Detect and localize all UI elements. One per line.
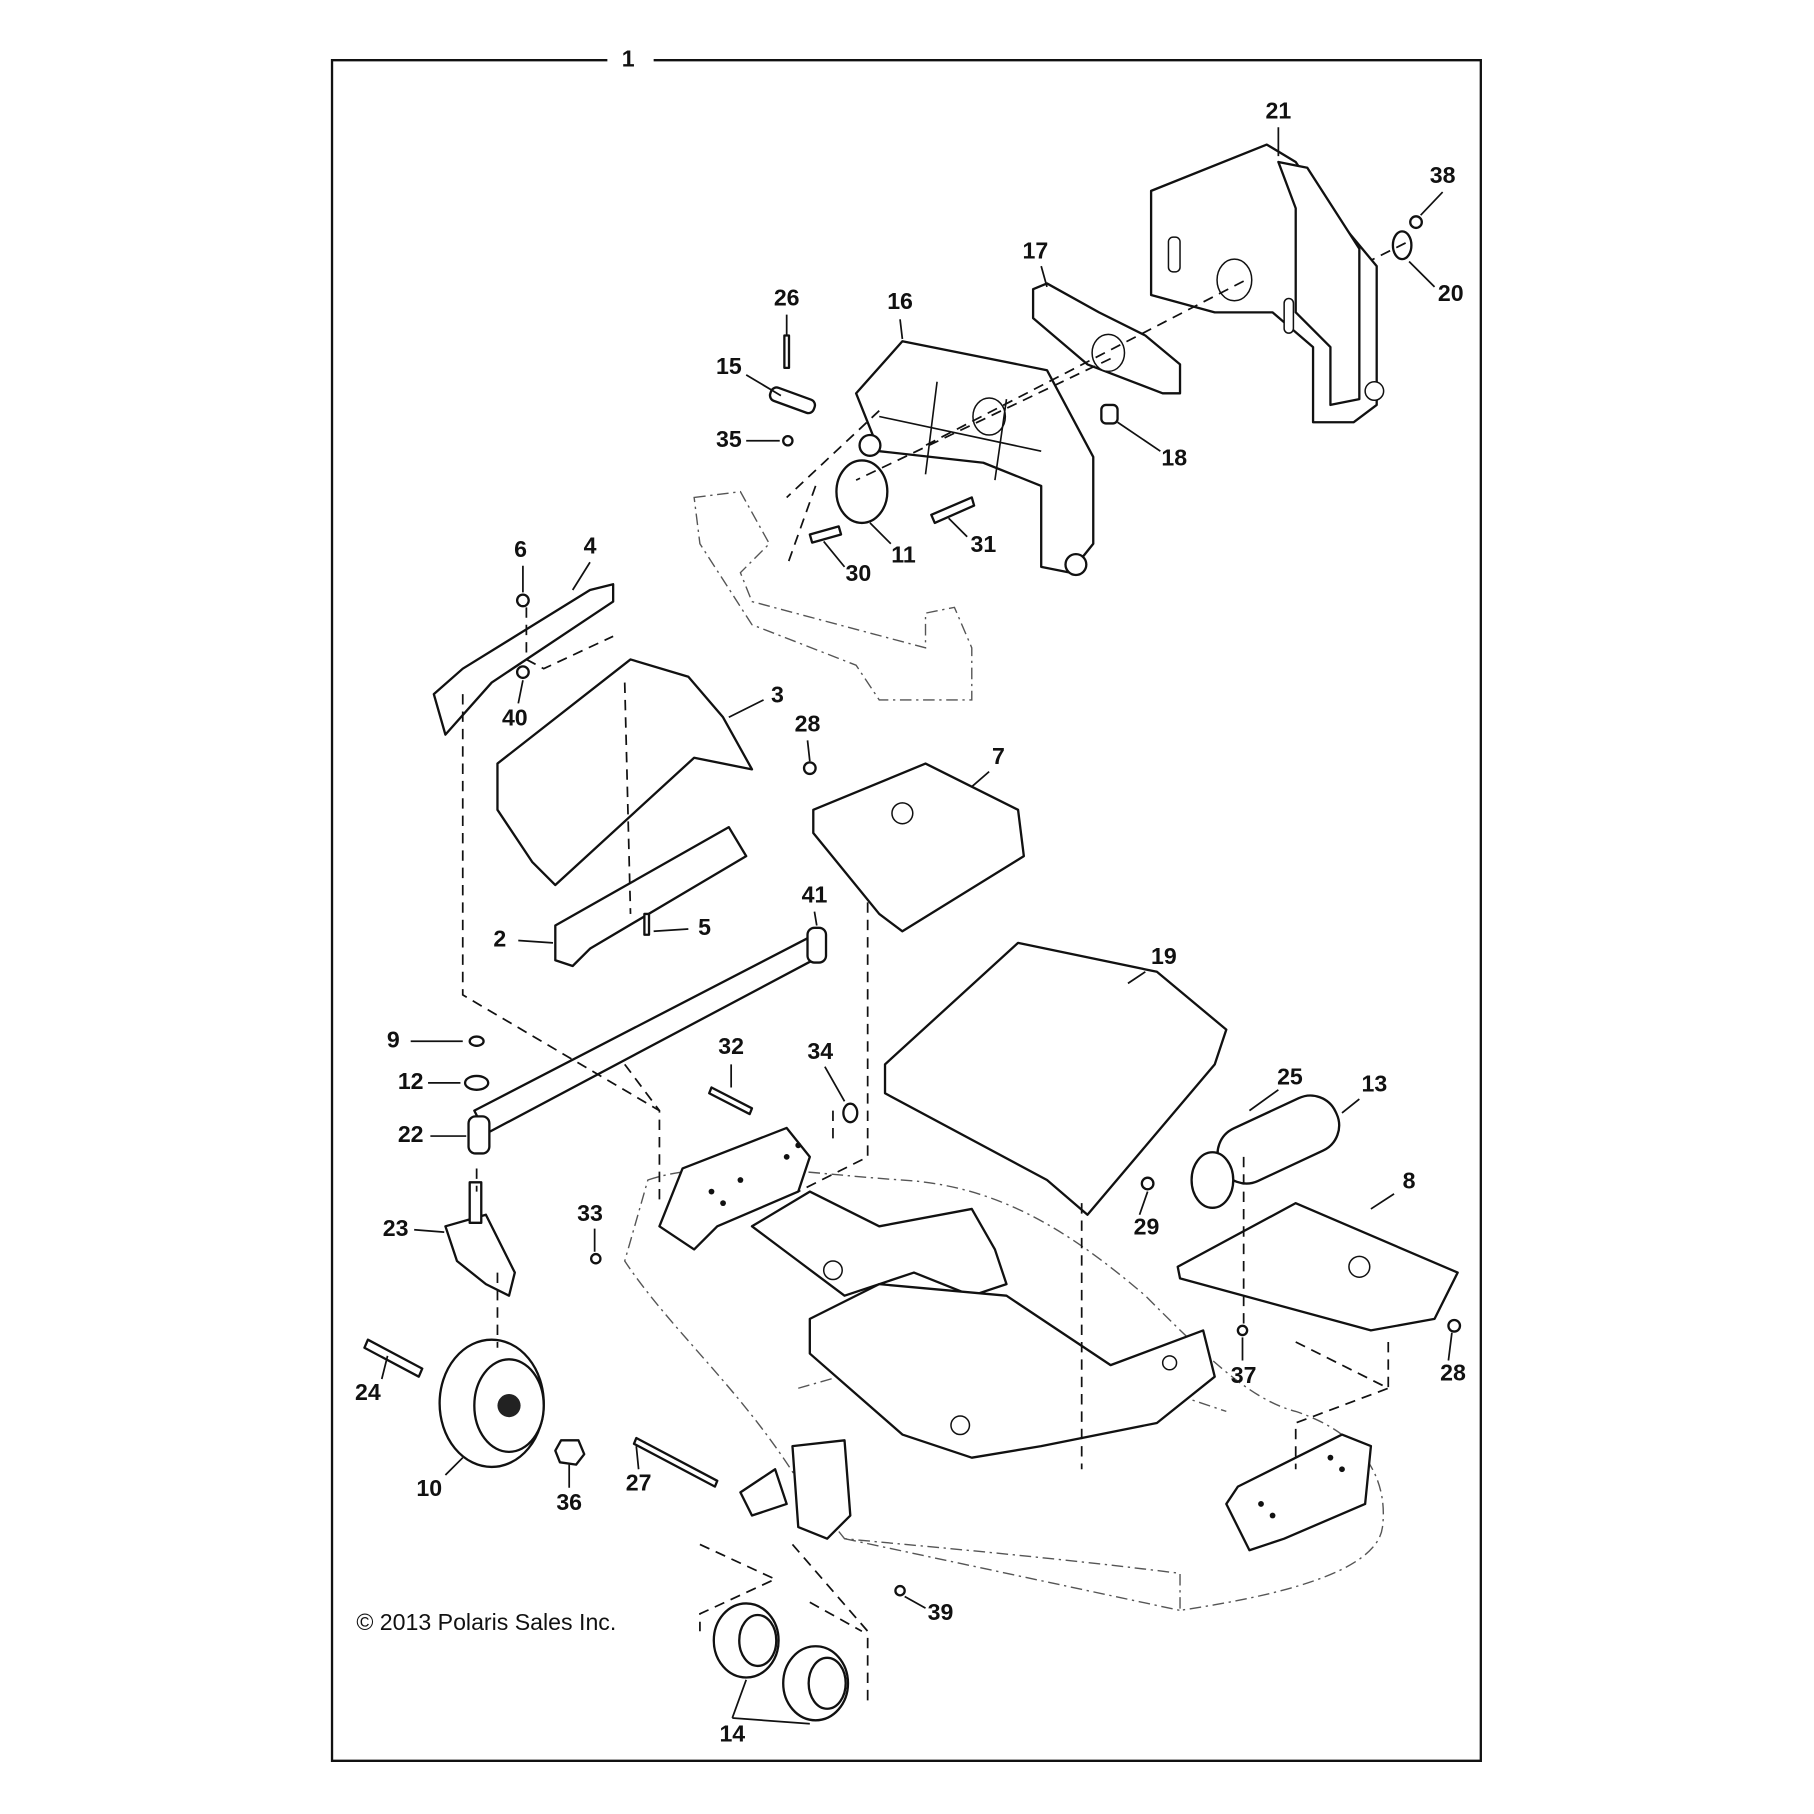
- part-2-bracket: [554, 826, 748, 968]
- part-36-nut: [554, 1439, 586, 1466]
- part-22-spindle-tube: [467, 1115, 491, 1155]
- callout-18: 18: [1161, 444, 1187, 470]
- callout-26: 26: [774, 285, 800, 311]
- callout-12: 12: [398, 1068, 424, 1094]
- callout-28: 28: [795, 710, 821, 736]
- part-4-bracket: [432, 583, 615, 736]
- part-32-pin: [708, 1086, 754, 1116]
- part-12-washer: [463, 1074, 490, 1091]
- callout-2: 2: [493, 926, 506, 952]
- part-8-plate: [1176, 1202, 1459, 1332]
- part-28-bolt-right: [1447, 1318, 1462, 1333]
- part-10-wheel: [438, 1338, 545, 1469]
- part-33-bolt: [590, 1252, 602, 1265]
- mower-deck: [623, 1126, 1384, 1612]
- part-34-clip: [842, 1102, 859, 1124]
- callout-7: 7: [992, 743, 1005, 769]
- part-39-nut: [894, 1584, 906, 1597]
- callout-5: 5: [698, 914, 711, 940]
- part-30-bolt: [808, 525, 843, 544]
- callout-1: 1: [622, 45, 635, 71]
- callout-39: 39: [928, 1599, 954, 1625]
- part-11-disc: [835, 459, 889, 525]
- part-5-bolt: [643, 912, 651, 936]
- part-27-bolt: [632, 1436, 719, 1488]
- callout-3: 3: [771, 682, 784, 708]
- part-40-nut: [515, 665, 530, 680]
- callouts: 21 38 20 17 16 26 15 35 18 11 31 30 6 4 …: [355, 97, 1466, 1746]
- part-28-bolt: [802, 761, 817, 776]
- callout-23: 23: [383, 1215, 409, 1241]
- part-41-pivot: [806, 926, 828, 964]
- part-14-rollers: [712, 1602, 850, 1722]
- callout-11: 11: [891, 542, 916, 568]
- callout-38: 38: [1430, 162, 1456, 188]
- part-7-plate: [812, 762, 1026, 933]
- callout-34: 34: [807, 1038, 833, 1064]
- callout-24: 24: [355, 1379, 381, 1405]
- copyright-notice: © 2013 Polaris Sales Inc.: [356, 1609, 616, 1635]
- callout-33: 33: [577, 1200, 603, 1226]
- callout-28-right: 28: [1440, 1359, 1466, 1385]
- callout-29: 29: [1134, 1214, 1160, 1240]
- part-26-bolt: [783, 334, 791, 370]
- callout-19: 19: [1151, 943, 1177, 969]
- callout-10: 10: [416, 1475, 442, 1501]
- frame-mount-outline: [693, 490, 973, 701]
- callout-4: 4: [584, 532, 597, 558]
- callout-20: 20: [1438, 280, 1464, 306]
- part-29-bolt: [1140, 1176, 1155, 1191]
- callout-30: 30: [846, 560, 872, 586]
- part-13-solenoid: [1190, 1094, 1341, 1209]
- callout-17: 17: [1023, 237, 1049, 263]
- leader-lines: [380, 127, 1453, 1725]
- part-24-bolt: [363, 1338, 424, 1378]
- callout-31: 31: [970, 531, 996, 557]
- part-15-pin: [768, 386, 817, 415]
- part-31-bolt: [930, 496, 976, 525]
- callout-13: 13: [1362, 1070, 1388, 1096]
- part-19-cover: [883, 941, 1228, 1216]
- assembly-frame: [330, 59, 1482, 1762]
- callout-22: 22: [398, 1121, 424, 1147]
- part-16-lift-arm: [854, 340, 1095, 577]
- part-9-cap: [468, 1035, 485, 1047]
- callout-36: 36: [556, 1489, 582, 1515]
- part-23-stem: [468, 1181, 483, 1224]
- callout-35: 35: [716, 426, 742, 452]
- callout-25: 25: [1277, 1063, 1303, 1089]
- part-21-lift-bracket: [1149, 143, 1385, 424]
- assembly-lines: [461, 242, 1407, 1701]
- callout-41: 41: [802, 882, 828, 908]
- part-37-nut: [1236, 1324, 1249, 1337]
- part-23-caster-fork: [444, 1213, 516, 1297]
- callout-9: 9: [387, 1026, 400, 1052]
- callout-40: 40: [502, 705, 528, 731]
- part-18-spacer: [1100, 403, 1119, 425]
- callout-16: 16: [887, 288, 913, 314]
- callout-21: 21: [1265, 97, 1291, 123]
- callout-15: 15: [716, 353, 742, 379]
- part-35-nut: [782, 434, 794, 447]
- part-3-cover: [496, 658, 754, 887]
- part-6-nut: [515, 593, 530, 608]
- part-41-axle-bar: [473, 935, 825, 1135]
- part-38-nut: [1409, 215, 1423, 230]
- callout-14: 14: [719, 1720, 745, 1746]
- callout-37: 37: [1231, 1362, 1257, 1388]
- callout-6: 6: [514, 536, 527, 562]
- callout-8: 8: [1403, 1167, 1416, 1193]
- callout-27: 27: [626, 1469, 652, 1495]
- callout-32: 32: [718, 1033, 744, 1059]
